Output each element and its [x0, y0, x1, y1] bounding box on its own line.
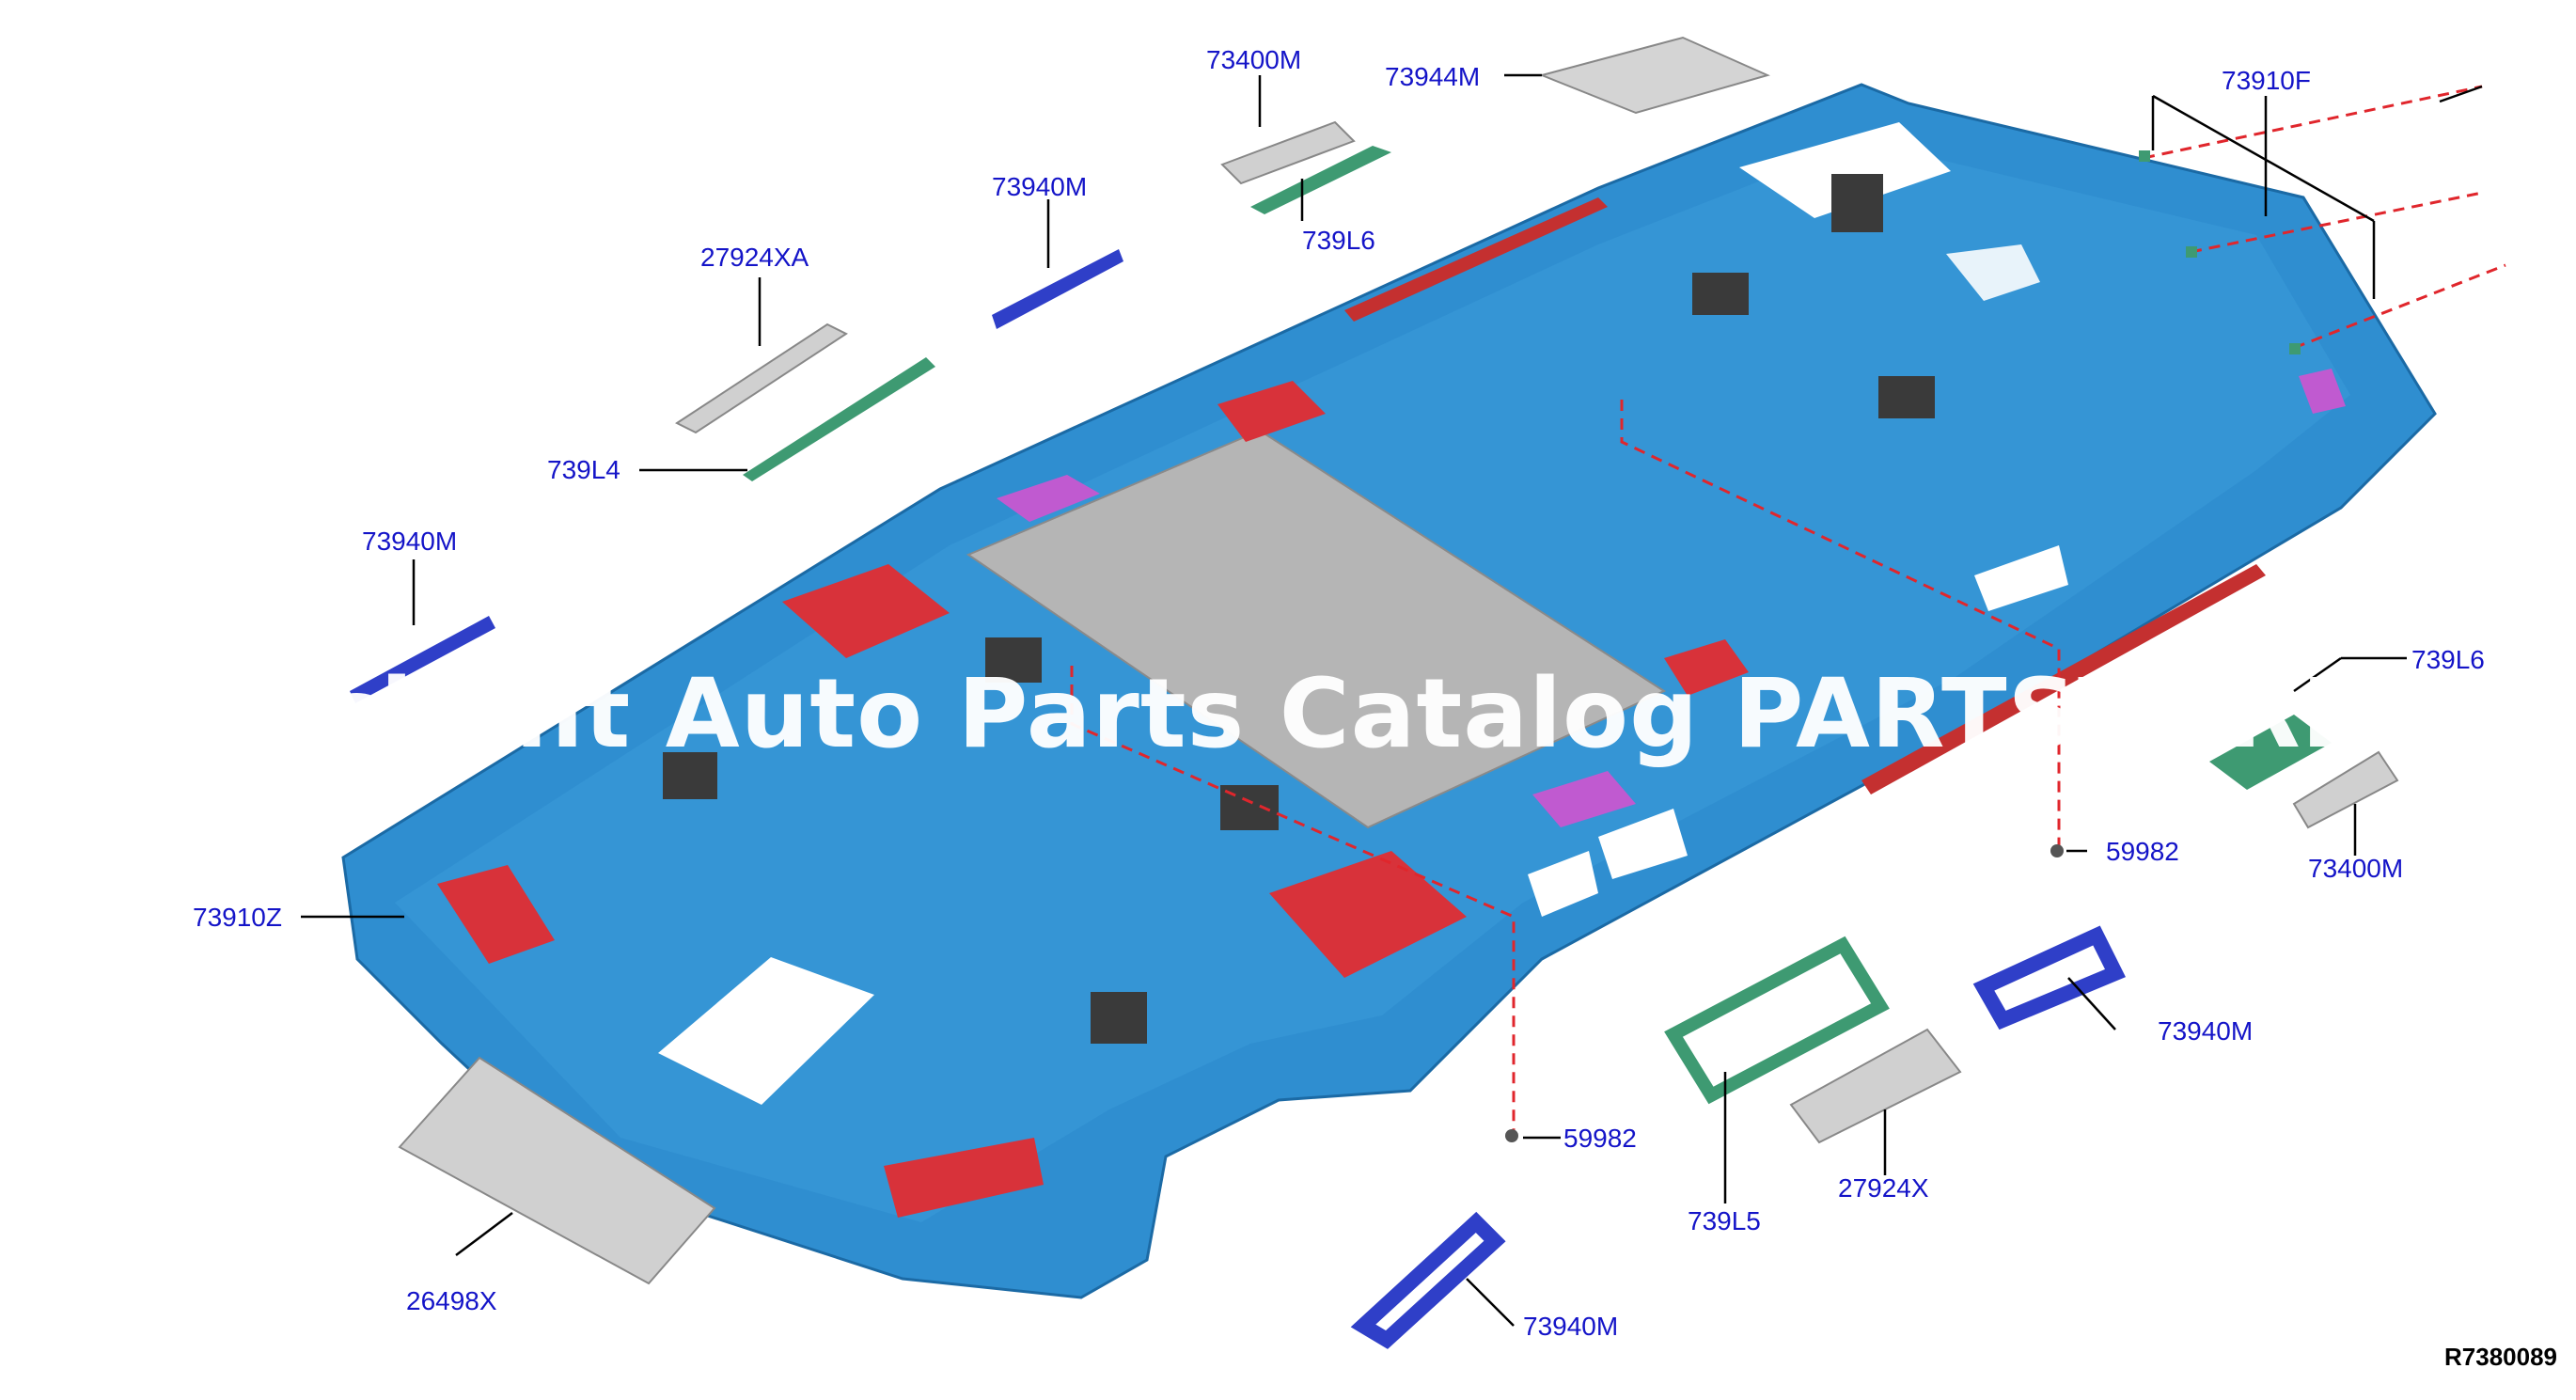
callout-73940m-2[interactable]: 73940M: [362, 527, 458, 556]
callout-73910f[interactable]: 73910F: [2222, 66, 2311, 95]
dashed-connectors: [1070, 85, 2506, 1133]
pad: [663, 752, 717, 799]
grab-handle-3: [1972, 925, 2126, 1030]
vent-red: [437, 865, 555, 964]
callout-739l6-top[interactable]: 739L6: [1302, 226, 1375, 255]
part-27924x: [1789, 1028, 1962, 1144]
clip-59982: [2050, 844, 2064, 857]
part-26498x: [398, 1056, 716, 1285]
pad: [1091, 992, 1147, 1044]
vent-red: [1269, 851, 1467, 978]
grab-handle-4: [1350, 1211, 1506, 1349]
callout-73944m[interactable]: 73944M: [1385, 62, 1481, 91]
part-739l5: [1664, 936, 1890, 1105]
callout-73910z[interactable]: 73910Z: [193, 903, 282, 932]
vent-red: [1664, 639, 1749, 696]
callout-73940m-3[interactable]: 73940M: [2158, 1016, 2254, 1046]
leader-lines: [301, 73, 2483, 1327]
clip-73910f: [2139, 150, 2150, 162]
callout-739l6-right[interactable]: 739L6: [2411, 645, 2485, 674]
console-opening-1: [1528, 851, 1598, 917]
console-opening-2: [1598, 809, 1688, 879]
clip-73910f: [2186, 246, 2197, 258]
part-27924xa: [674, 322, 849, 434]
vent-red: [1217, 381, 1326, 442]
callout-26498x[interactable]: 26498X: [406, 1286, 497, 1315]
side-opening: [1974, 545, 2068, 611]
vent-red: [782, 564, 950, 658]
part-73944m: [1538, 36, 1770, 115]
callout-73940m-4[interactable]: 73940M: [1523, 1312, 1619, 1341]
pad: [1831, 174, 1883, 232]
rear-opening-right: [1946, 244, 2040, 301]
front-opening: [658, 957, 874, 1105]
callout-59982-right[interactable]: 59982: [2106, 837, 2179, 866]
part-73400m-top: [1220, 120, 1356, 185]
vent-red: [884, 1138, 1044, 1218]
bracket-purple: [1532, 771, 1636, 827]
part-73400m-right: [2292, 750, 2399, 829]
clip-59982: [1505, 1129, 1518, 1142]
bracket-purple: [2299, 369, 2346, 414]
callout-27924x[interactable]: 27924X: [1838, 1173, 1929, 1203]
clip-73910f: [2289, 343, 2301, 354]
part-739l4: [743, 357, 935, 481]
pad: [1878, 376, 1935, 418]
callout-59982-bottom[interactable]: 59982: [1563, 1124, 1637, 1153]
part-739l6-right: [2209, 715, 2332, 790]
part-739l6-top: [1250, 146, 1391, 214]
callout-739l5[interactable]: 739L5: [1688, 1206, 1761, 1235]
watermark: erchant Auto Parts Catalog PARTSTORE: [208, 658, 2368, 770]
diagram-id: R7380089: [2444, 1343, 2557, 1371]
grab-handle-1: [992, 249, 1123, 329]
sunroof-panel: [966, 429, 1667, 829]
callout-73400m-right[interactable]: 73400M: [2308, 854, 2404, 883]
pad: [1692, 273, 1749, 315]
callout-739l4[interactable]: 739L4: [547, 455, 620, 484]
callout-73400m-top[interactable]: 73400M: [1206, 45, 1302, 74]
trim-strip-red: [1344, 197, 1608, 322]
callout-27924xa[interactable]: 27924XA: [700, 243, 809, 272]
grab-handle-2: [350, 616, 495, 703]
callout-73940m-1[interactable]: 73940M: [992, 172, 1088, 201]
trim-strip-red: [1861, 564, 2266, 794]
bracket-purple: [997, 475, 1100, 522]
pad: [985, 637, 1042, 683]
rear-opening-left: [1739, 122, 1951, 218]
